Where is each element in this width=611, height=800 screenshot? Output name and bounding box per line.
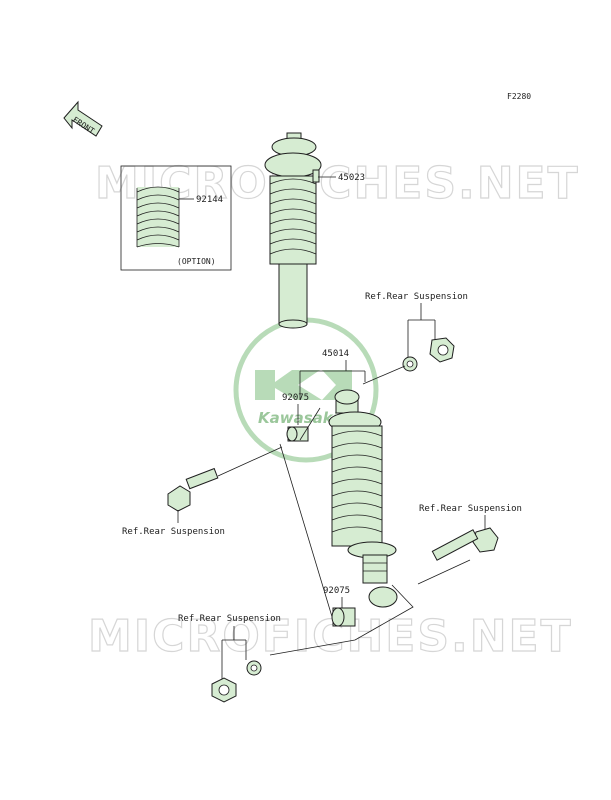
nut-bottom-left [211, 677, 237, 703]
watermark-bottom: MICROFICHES.NET [88, 611, 573, 662]
nut-top-right [429, 337, 455, 363]
option-spring [136, 186, 180, 248]
label-92075-lower: 92075 [323, 586, 350, 596]
label-45014: 45014 [322, 349, 349, 359]
label-92075-upper: 92075 [282, 393, 309, 403]
ref-right-bolt: Ref.Rear Suspension [419, 504, 522, 514]
bolt-right [431, 527, 499, 561]
label-92144: 92144 [196, 195, 223, 205]
front-arrow-icon: FRONT [63, 100, 103, 137]
shock-lower-assembly [328, 389, 398, 608]
shock-upper-assembly [264, 132, 322, 329]
option-label: (OPTION) [177, 257, 216, 266]
bolt-left [167, 467, 219, 512]
ref-left-bolt: Ref.Rear Suspension [122, 527, 225, 537]
figure-code: F2280 [507, 92, 531, 101]
collar-bottom-left [246, 660, 262, 676]
label-45023: 45023 [338, 173, 365, 183]
collar-top-right [402, 356, 418, 372]
bushing-lower [331, 607, 356, 627]
option-box [120, 165, 232, 271]
ref-bottom-left: Ref.Rear Suspension [178, 614, 281, 624]
ref-top-right: Ref.Rear Suspension [365, 292, 468, 302]
bushing-upper [286, 426, 309, 442]
